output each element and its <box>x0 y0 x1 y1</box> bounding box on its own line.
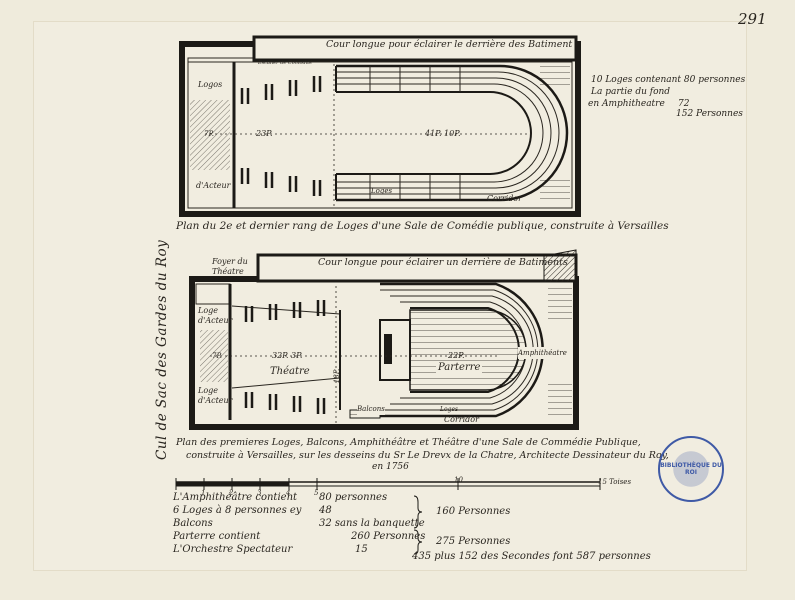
row-label: L'Amphithéâtre contient <box>173 492 298 503</box>
stamp-text: BIBLIOTHÈQUE DU ROI <box>660 462 722 476</box>
scale-tick-3: 3 <box>257 489 262 497</box>
parterre-label: Parterre <box>436 362 483 374</box>
top-loges-inner-label: Loges <box>371 187 393 195</box>
bottom-caption-line3: en 1756 <box>372 462 409 472</box>
scale-tick-4: 4 <box>286 489 291 497</box>
row-value: 260 Personnes <box>351 531 426 542</box>
balcons-label: Balcons <box>357 403 385 415</box>
top-plan-caption: Plan du 2e et dernier rang de Loges d'un… <box>176 220 669 232</box>
top-corridor-label: Corridor <box>487 194 522 203</box>
top-note-line3: en Amphitheatre <box>588 99 665 109</box>
foyer-label: Foyer du Théatre <box>212 257 248 276</box>
top-actor-label: d'Acteur <box>196 181 231 190</box>
bottom-plan-walls <box>189 249 579 430</box>
top-plan-horseshoe <box>335 64 569 202</box>
row-value: 80 personnes <box>319 492 388 503</box>
scale-tick-15: 15 Toises <box>598 478 632 486</box>
row-value: 48 <box>319 505 332 516</box>
top-court-label: Cour longue pour éclairer le derrière de… <box>326 39 573 50</box>
scale-tick-2: 2 <box>229 489 234 497</box>
bottom-loges-label: Loges <box>440 406 459 413</box>
top-plan-walls <box>179 35 581 217</box>
top-note-line1: 10 Loges contenant 80 personnes <box>591 75 746 85</box>
top-dim-right: 41P. 10P. <box>425 129 461 138</box>
group-total-second: 275 Personnes <box>436 536 511 547</box>
row-label: Parterre contient <box>173 531 261 542</box>
top-stair-label: Escalier de Comodité <box>258 60 313 66</box>
bottom-plan-auditorium <box>349 282 544 419</box>
bottom-caption-line1: Plan des premieres Loges, Balcons, Amphi… <box>176 437 641 448</box>
side-text: Cul de Sac des Gardes du Roy <box>154 239 170 460</box>
bottom-court-label: Cour longue pour éclairer un derrière de… <box>318 257 568 268</box>
loge-actor-top-label: Loge d'Acteur <box>198 306 233 325</box>
theatre-label: Théatre <box>270 366 310 377</box>
top-logos-label: Logos <box>198 80 223 89</box>
bottom-dim-small: 7P. <box>212 352 222 360</box>
row-label: 6 Loges à 8 personnes ey <box>173 505 302 516</box>
bottom-corridor-label: Corridor <box>444 415 479 424</box>
top-note-line3-value: 72 <box>678 99 690 109</box>
top-dim-left: 23P. <box>256 129 273 138</box>
row-label: Balcons <box>173 518 213 529</box>
row-value: 15 <box>355 544 368 555</box>
top-note-line2: La partie du fond <box>591 87 671 97</box>
bottom-plan-stage <box>231 300 341 414</box>
bottom-dim-vert: 18P. <box>333 368 342 384</box>
row-label: L'Orchestre Spectateur <box>173 544 293 555</box>
scale-tick-10: 10 <box>454 476 463 484</box>
scale-tick-1: 1 <box>201 489 206 497</box>
bottom-dim-hall: 22P. <box>448 351 465 360</box>
page-number: 291 <box>738 10 767 28</box>
row-value: 32 sans la banquette <box>319 518 425 529</box>
top-note-line4: 152 Personnes <box>676 109 743 119</box>
bottom-dim-stage: 32P. 3P. <box>272 351 303 360</box>
group-total-first: 160 Personnes <box>436 506 511 517</box>
bottom-caption-line2: construite à Versailles, sur les dessein… <box>186 450 669 461</box>
library-stamp: BIBLIOTHÈQUE DU ROI <box>658 436 724 502</box>
group-total-final: 435 plus 152 des Secondes font 587 perso… <box>412 551 651 562</box>
loge-actor-bottom-label: Loge d'Acteur <box>198 386 233 405</box>
totals-braces <box>413 495 423 555</box>
amphitheatre-label: Amphithéatre <box>518 347 567 359</box>
scale-tick-5: 5 <box>314 489 319 497</box>
top-dim-small: 7P. <box>204 130 214 138</box>
scale-bar <box>175 478 601 490</box>
top-plan-benches <box>240 76 322 196</box>
